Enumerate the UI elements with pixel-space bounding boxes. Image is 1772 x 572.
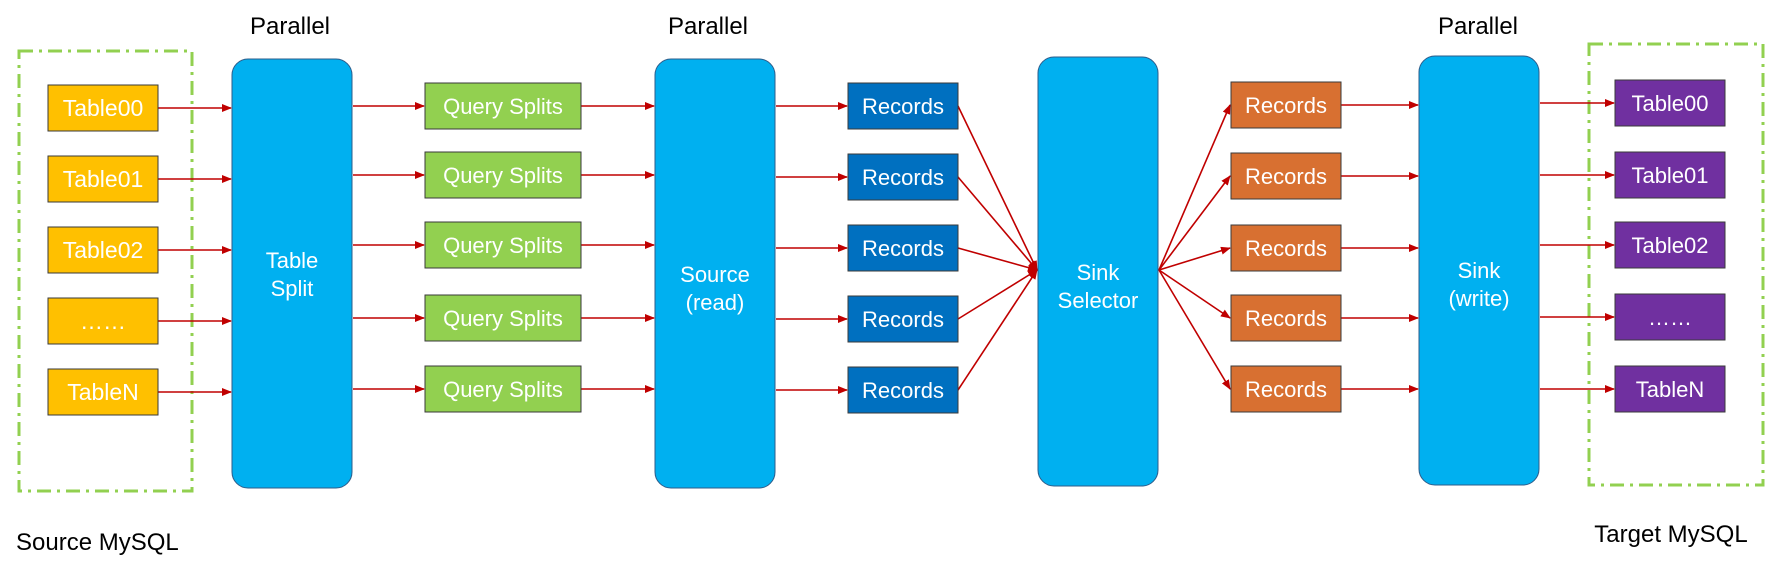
- target-table-label-0: Table00: [1631, 91, 1708, 116]
- records-in-box-4: Records: [847, 366, 959, 414]
- source-read-label-line2: (read): [686, 290, 745, 315]
- parallel-header-2: Parallel: [668, 13, 748, 40]
- arrow-selector-to-records-1: [1158, 175, 1231, 271]
- source-mysql-group-border: [17, 49, 194, 493]
- target-table-label-3: ……: [1648, 305, 1692, 330]
- target-table-label-4: TableN: [1636, 377, 1704, 402]
- arrow-records-to-selector-1: [957, 176, 1038, 271]
- source-table-box-4: TableN: [47, 368, 159, 416]
- query-splits-label-0: Query Splits: [443, 94, 563, 119]
- source-table-box-1: Table01: [47, 155, 159, 203]
- target-table-box-4: TableN: [1614, 365, 1726, 413]
- arrow-records-to-selector-2: [957, 247, 1038, 272]
- parallel-header-3: Parallel: [1438, 13, 1518, 40]
- records-in-label-2: Records: [862, 236, 944, 261]
- query-splits-label-3: Query Splits: [443, 306, 563, 331]
- sink-selector-stage: Sink Selector: [1037, 56, 1159, 487]
- query-splits-label-1: Query Splits: [443, 163, 563, 188]
- arrow-selector-to-records-2: [1158, 246, 1231, 271]
- records-in-label-0: Records: [862, 94, 944, 119]
- records-in-box-1: Records: [847, 153, 959, 201]
- query-splits-label-4: Query Splits: [443, 377, 563, 402]
- table-split-label-line1: Table: [266, 248, 319, 273]
- records-in-box-3: Records: [847, 295, 959, 343]
- sink-write-stage: Sink (write): [1418, 55, 1540, 486]
- source-table-box-3: ……: [47, 297, 159, 345]
- target-table-box-1: Table01: [1614, 151, 1726, 199]
- records-out-label-1: Records: [1245, 164, 1327, 189]
- records-out-label-0: Records: [1245, 93, 1327, 118]
- records-out-box-3: Records: [1230, 294, 1342, 342]
- target-mysql-group-border: [1587, 42, 1765, 487]
- query-splits-box-0: Query Splits: [424, 82, 582, 130]
- source-read-stage: Source (read): [654, 58, 776, 489]
- table-split-label-line2: Split: [271, 276, 314, 301]
- records-out-label-4: Records: [1245, 377, 1327, 402]
- sink-write-label-line1: Sink: [1458, 258, 1502, 283]
- arrow-selector-to-records-0: [1158, 104, 1231, 271]
- source-table-label-1: Table01: [63, 166, 144, 192]
- source-table-box-0: Table00: [47, 84, 159, 132]
- records-out-box-1: Records: [1230, 152, 1342, 200]
- target-table-box-2: Table02: [1614, 221, 1726, 269]
- target-mysql-label: Target MySQL: [1594, 521, 1747, 548]
- query-splits-box-3: Query Splits: [424, 294, 582, 342]
- query-splits-box-2: Query Splits: [424, 221, 582, 269]
- records-out-label-2: Records: [1245, 236, 1327, 261]
- source-read-label-line1: Source: [680, 262, 750, 287]
- records-out-box-2: Records: [1230, 224, 1342, 272]
- source-table-label-0: Table00: [63, 95, 144, 121]
- target-table-box-0: Table00: [1614, 79, 1726, 127]
- arrow-selector-to-records-4: [1158, 269, 1231, 390]
- source-table-label-2: Table02: [63, 237, 144, 263]
- records-in-label-3: Records: [862, 307, 944, 332]
- target-table-box-3: ……: [1614, 293, 1726, 341]
- parallel-header-1: Parallel: [250, 13, 330, 40]
- records-out-box-4: Records: [1230, 365, 1342, 413]
- source-table-label-4: TableN: [67, 379, 139, 405]
- target-table-label-1: Table01: [1631, 163, 1708, 188]
- records-out-box-0: Records: [1230, 81, 1342, 129]
- source-table-box-2: Table02: [47, 226, 159, 274]
- sink-selector-label-line2: Selector: [1058, 288, 1139, 313]
- arrows-layer: [158, 99, 1615, 396]
- query-splits-box-1: Query Splits: [424, 151, 582, 199]
- arrow-records-to-selector-4: [957, 269, 1038, 391]
- query-splits-box-4: Query Splits: [424, 365, 582, 413]
- records-in-label-4: Records: [862, 378, 944, 403]
- sink-selector-label-line1: Sink: [1077, 260, 1121, 285]
- source-table-label-3: ……: [80, 308, 126, 334]
- records-in-box-0: Records: [847, 82, 959, 130]
- source-mysql-label: Source MySQL: [16, 529, 179, 556]
- arrow-records-to-selector-3: [957, 269, 1038, 320]
- records-in-label-1: Records: [862, 165, 944, 190]
- query-splits-label-2: Query Splits: [443, 233, 563, 258]
- records-out-label-3: Records: [1245, 306, 1327, 331]
- arrow-records-to-selector-0: [957, 105, 1038, 271]
- target-table-label-2: Table02: [1631, 233, 1708, 258]
- arrow-selector-to-records-3: [1158, 269, 1231, 319]
- sink-write-label-line2: (write): [1448, 286, 1509, 311]
- records-in-box-2: Records: [847, 224, 959, 272]
- table-split-stage: Table Split: [231, 58, 353, 489]
